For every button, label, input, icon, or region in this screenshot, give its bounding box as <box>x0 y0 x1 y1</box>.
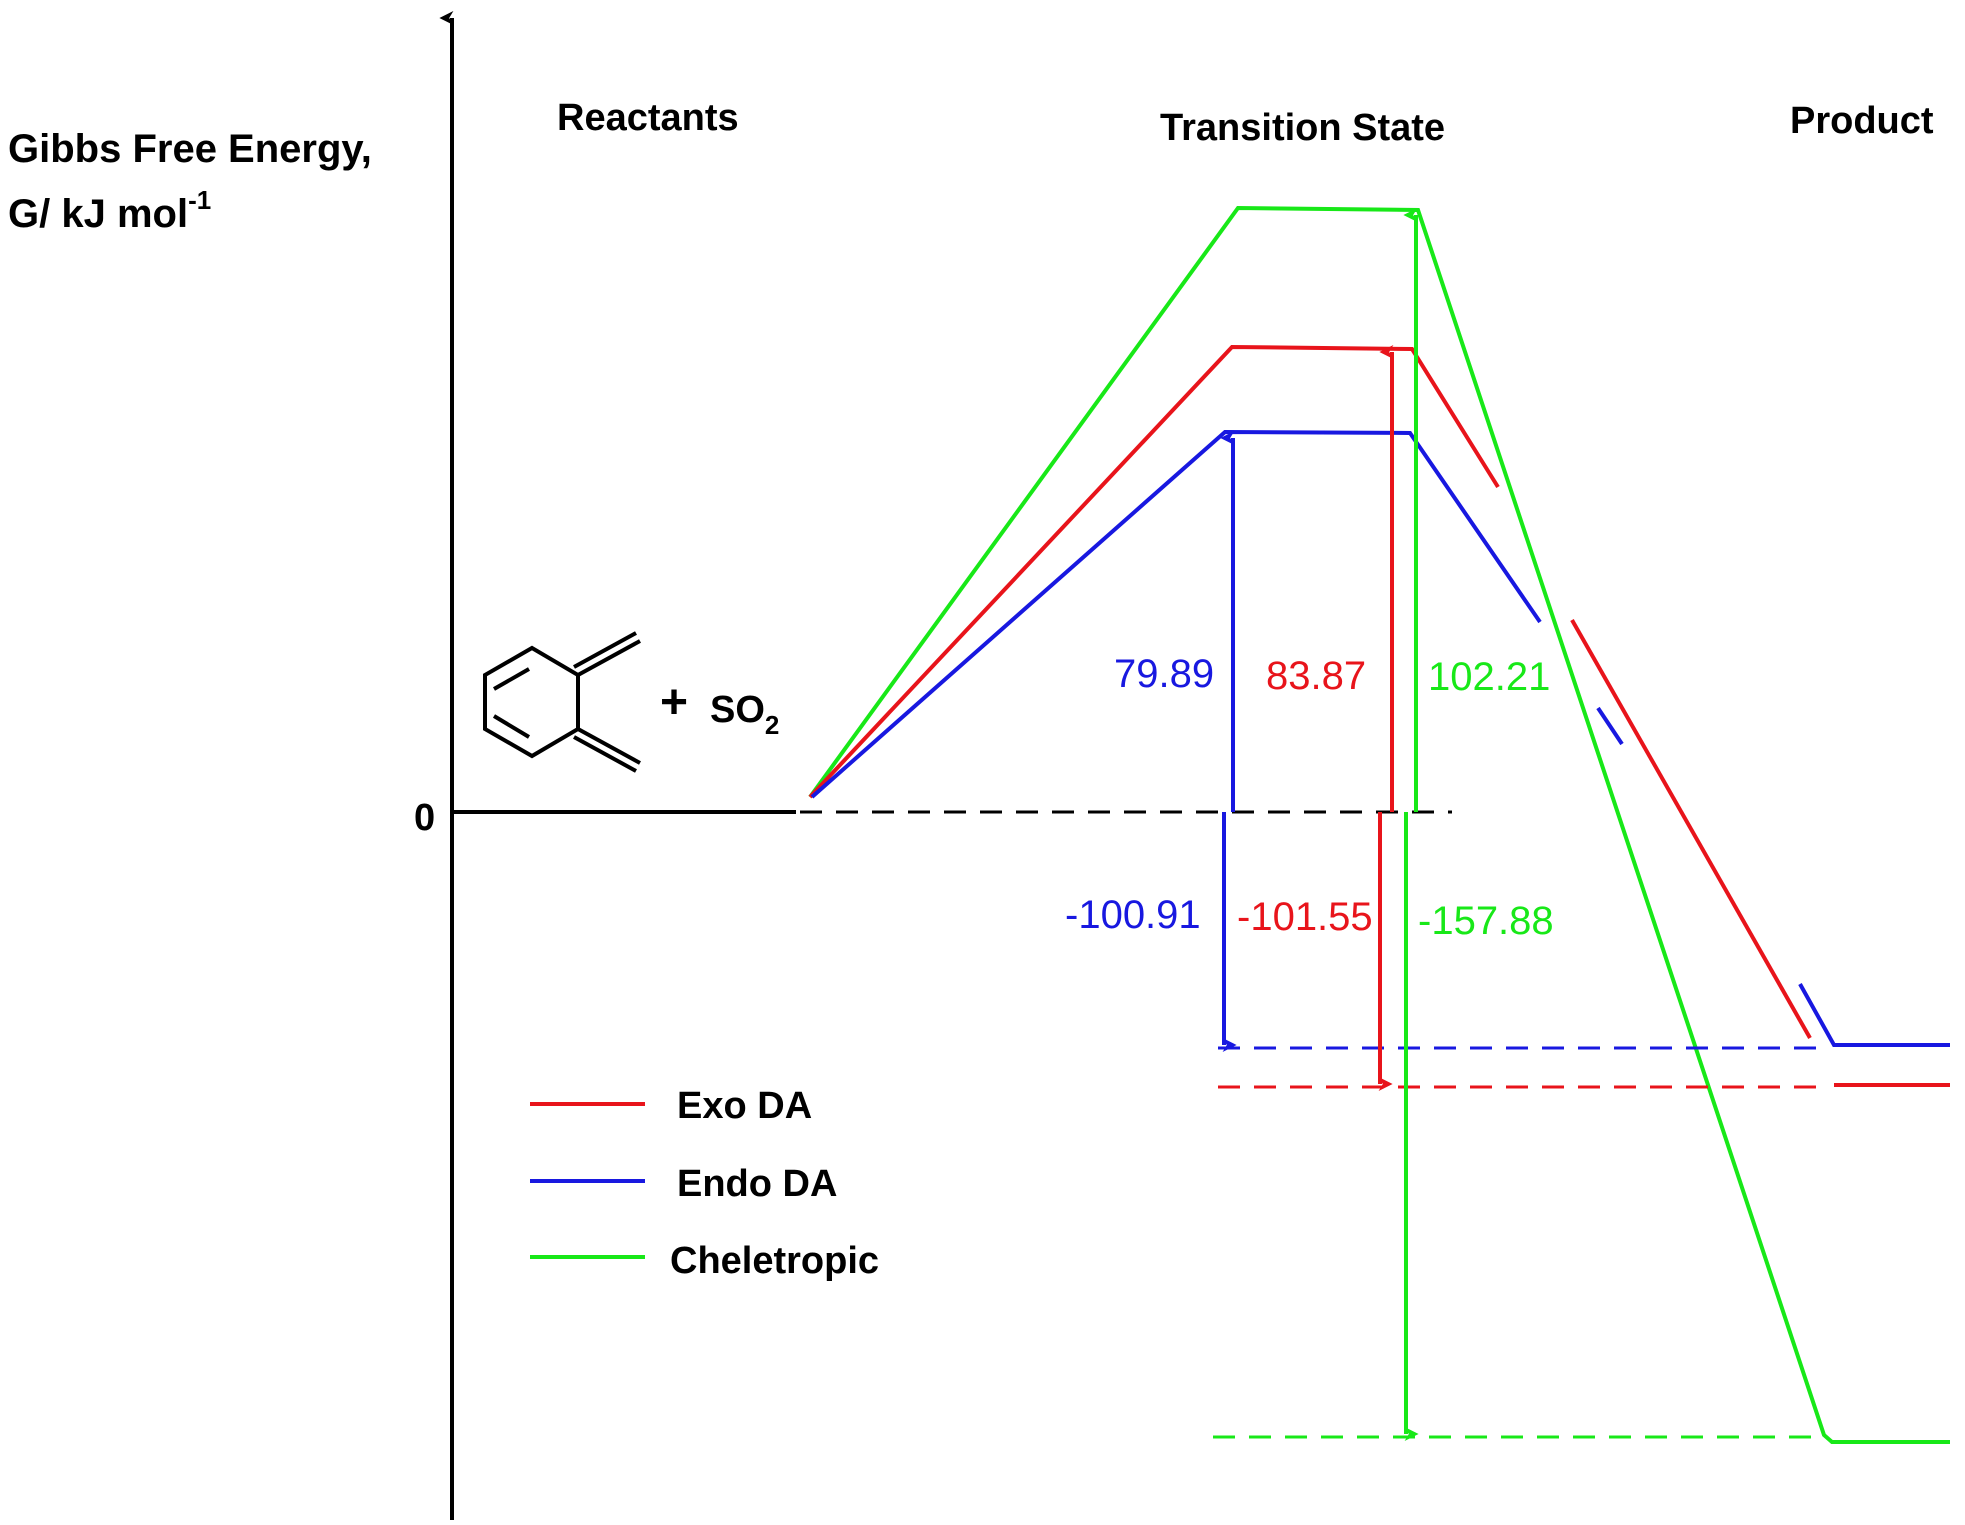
endo-reaction-value: -100.91 <box>1065 893 1201 937</box>
zero-label: 0 <box>414 797 435 839</box>
so2-subscript: 2 <box>765 710 779 740</box>
legend-label-cheletropic: Cheletropic <box>670 1240 879 1282</box>
cheletropic-reaction-value: -157.88 <box>1418 899 1554 943</box>
legend: Exo DA Endo DA Cheletropic <box>530 1085 879 1282</box>
exo-activation-value: 83.87 <box>1266 654 1366 698</box>
endo-da-profile <box>810 429 1542 799</box>
axis-title-unit: G/ kJ mol <box>8 192 188 236</box>
axis-title-line1: Gibbs Free Energy, <box>8 127 372 171</box>
endo-da-profile-lower <box>1596 706 1624 746</box>
cheletropic-activation-value: 102.21 <box>1428 655 1550 699</box>
stage-label-product: Product <box>1790 100 1934 142</box>
exo-da-profile-lower <box>1570 619 1812 1039</box>
exo-reaction-value: -101.55 <box>1237 895 1373 939</box>
cheletropic-profile <box>808 205 1950 1444</box>
axis-title-unit-sup: -1 <box>188 185 211 215</box>
legend-label-endo: Endo DA <box>677 1163 837 1205</box>
reactant-plus: + <box>660 676 688 729</box>
so2-formula: SO2 <box>710 689 779 740</box>
endo-da-profile-tail <box>1798 983 1950 1047</box>
stage-label-reactants: Reactants <box>557 97 739 139</box>
so2-main: SO <box>710 689 765 731</box>
exo-da-profile <box>808 344 1500 799</box>
o-xylylene-structure <box>483 631 641 773</box>
endo-activation-value: 79.89 <box>1114 652 1214 696</box>
legend-label-exo: Exo DA <box>677 1085 812 1127</box>
stage-label-transition-state: Transition State <box>1160 107 1445 149</box>
axis-title-line2: G/ kJ mol-1 <box>8 185 211 236</box>
